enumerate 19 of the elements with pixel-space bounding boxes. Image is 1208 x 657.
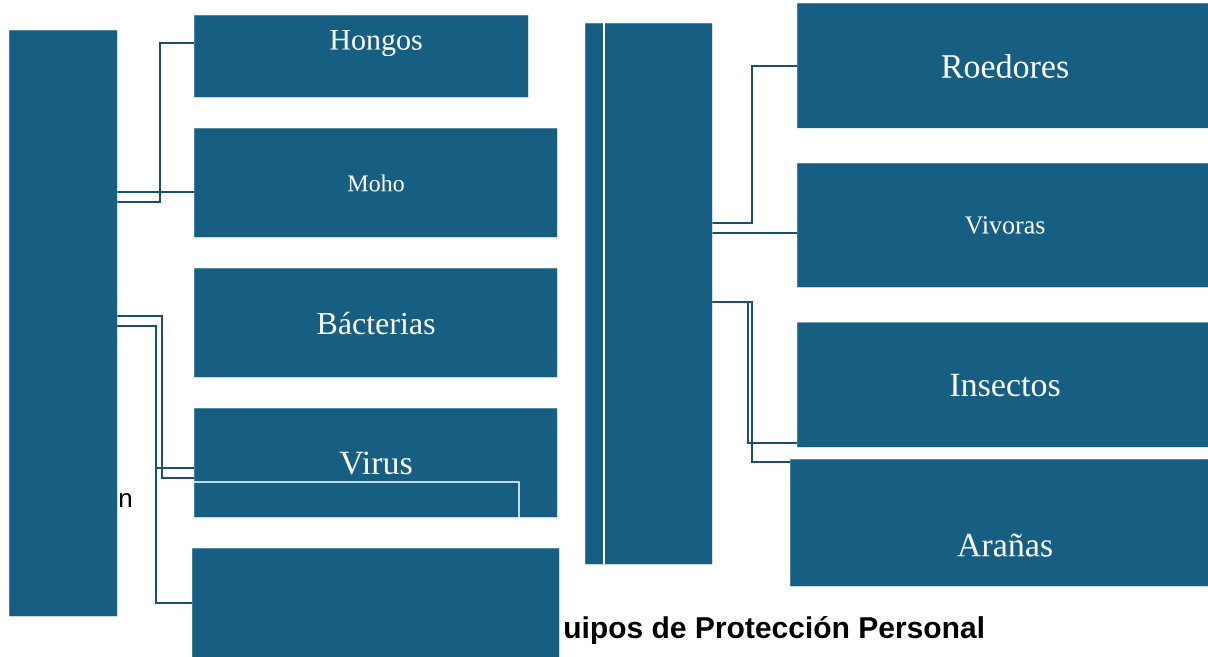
- empty-box: [585, 22, 713, 565]
- connector-line: [116, 42, 195, 203]
- empty-box: [192, 548, 560, 657]
- category-box: Vivoras: [797, 163, 1208, 288]
- category-box: Moho: [194, 128, 558, 238]
- text-fragment: n: [119, 493, 131, 507]
- connector-line: [711, 301, 791, 463]
- category-box: Arañas: [790, 459, 1208, 587]
- connector-line: [711, 232, 798, 234]
- category-box: Roedores: [797, 3, 1208, 129]
- empty-box: [9, 30, 118, 617]
- category-box: Insectos: [797, 322, 1208, 448]
- category-box: Virus: [193, 408, 558, 549]
- connector-line: [711, 65, 798, 224]
- connector-line: [116, 325, 193, 604]
- category-box: Hongos: [194, 15, 529, 98]
- category-box: Bácterias: [194, 268, 558, 378]
- connector-line: [116, 191, 195, 193]
- footer-text: uipos de Protección Personal: [565, 615, 983, 645]
